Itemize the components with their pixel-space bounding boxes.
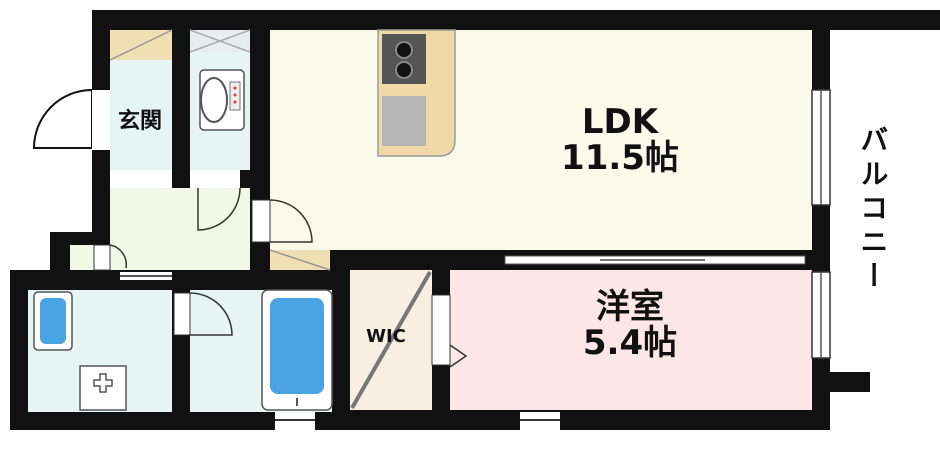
wic-diagonal: [350, 271, 432, 409]
ldk-name: LDK: [581, 102, 659, 142]
ldk-size: 11.5帖: [561, 137, 679, 178]
wic-label: WIC: [366, 326, 406, 347]
balcony-label: バルコニー: [856, 125, 890, 295]
yoshitsu-name: 洋室: [596, 287, 664, 327]
ldk-label: LDK 11.5帖: [540, 102, 700, 178]
toilet-icon: [200, 77, 228, 123]
genkan-label: 玄関: [117, 109, 162, 134]
yoshitsu-floor: [450, 270, 812, 410]
hall-floor: [110, 188, 250, 270]
washing-machine-icon: [79, 365, 127, 411]
yoshitsu-size: 5.4帖: [582, 322, 678, 363]
bottom-window-yoshitsu: [520, 412, 560, 432]
entrance-ledge: [110, 170, 172, 188]
toilet-ledge: [190, 170, 240, 188]
sink-icon: [382, 96, 426, 146]
yoshitsu-label: 洋室 5.4帖: [550, 287, 710, 363]
ldk-floor: [270, 30, 812, 250]
entrance-door: [32, 88, 93, 149]
bottom-window-bath: [275, 412, 315, 432]
